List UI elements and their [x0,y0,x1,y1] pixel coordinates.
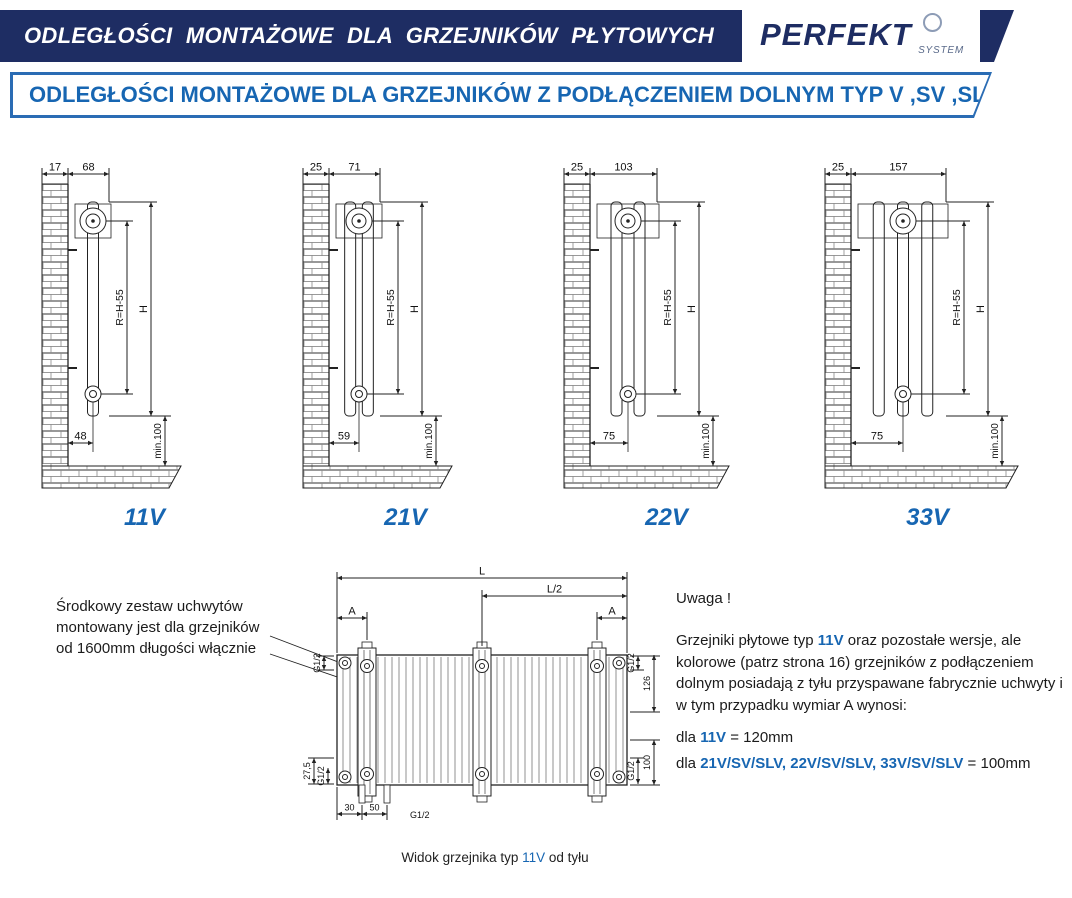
bracket-note: Środkowy zestaw uchwytów montowany jest … [56,598,260,657]
type-label-22v: 22V [645,504,688,531]
svg-text:min.100: min.100 [701,423,712,459]
svg-text:min.100: min.100 [153,423,164,459]
svg-text:H: H [138,305,150,313]
warning-p1-pre: Grzejniki płytowe typ [676,631,818,649]
warning-p3-post: = 100mm [963,754,1031,772]
svg-text:17: 17 [48,162,60,174]
svg-text:25: 25 [831,162,843,174]
warning-p2-post: = 120mm [726,728,794,746]
svg-text:25: 25 [570,162,582,174]
svg-text:48: 48 [74,431,86,443]
warning-p3-pre: dla [676,754,701,772]
svg-text:H: H [409,305,421,313]
svg-text:27,5: 27,5 [302,762,312,780]
sub-header-title: ODLEGŁOŚCI MONTAŻOWE DLA GRZEJNIKÓW Z PO… [29,82,999,107]
svg-text:75: 75 [602,431,614,443]
caption-pre: Widok grzejnika typ [401,850,523,865]
perfekt-logo-subtext: SYSTEM [918,45,964,56]
svg-text:71: 71 [348,162,360,174]
sub-header-banner: ODLEGŁOŚCI MONTAŻOWE DLA GRZEJNIKÓW Z PO… [10,72,992,118]
warning-title: Uwaga ! [676,590,732,607]
warning-p1-type: 11V [817,631,844,649]
svg-text:R=H-55: R=H-55 [114,289,126,326]
svg-text:103: 103 [614,162,632,174]
svg-text:A: A [348,606,356,618]
warning-line-11v: dla 11V = 120mm [676,727,1068,749]
rear-view-caption: Widok grzejnika typ 11V od tyłu [330,850,660,865]
warning-p2-type: 11V [700,728,727,746]
svg-text:G1/2: G1/2 [410,810,430,820]
warning-p1-post: oraz pozostałe wersje, ale kolorowe (pat… [676,631,1063,714]
svg-text:G1/2: G1/2 [626,761,636,781]
svg-text:min.100: min.100 [424,423,435,459]
svg-text:R=H-55: R=H-55 [385,289,397,326]
bottom-section: Środkowy zestaw uchwytów montowany jest … [0,560,1072,898]
type-label-33v: 33V [906,504,949,531]
svg-text:G1/2: G1/2 [316,766,326,786]
svg-text:min.100: min.100 [990,423,1001,459]
warning-p3-types: 21V/SV/SLV, 22V/SV/SLV, 33V/SV/SLV [700,754,964,772]
svg-text:R=H-55: R=H-55 [951,289,963,326]
main-header-title: ODLEGŁOŚCI MONTAŻOWE DLA GRZEJNIKÓW PŁYT… [24,23,715,48]
caption-post: od tyłu [545,850,589,865]
svg-text:G1/2: G1/2 [626,653,636,673]
warning-line-other: dla 21V/SV/SLV, 22V/SV/SLV, 33V/SV/SLV =… [676,753,1068,775]
svg-text:H: H [686,305,698,313]
svg-text:L/2: L/2 [547,584,562,596]
svg-text:75: 75 [870,431,882,443]
svg-text:L: L [479,566,485,578]
svg-text:126: 126 [642,676,652,691]
perfekt-logo: PERFEKT SYSTEM [742,6,980,66]
sub-header-inner: ODLEGŁOŚCI MONTAŻOWE DLA GRZEJNIKÓW Z PO… [13,75,989,115]
type-label-11v: 11V [124,504,165,531]
svg-text:H: H [975,305,987,313]
svg-text:68: 68 [82,162,94,174]
caption-type: 11V [522,850,546,865]
perfekt-logo-mark-icon [923,13,942,32]
svg-text:157: 157 [889,162,907,174]
warning-note: Uwaga ! Grzejniki płytowe typ 11V oraz p… [676,588,1068,778]
perfekt-logo-text: PERFEKT [760,17,912,52]
warning-p2-pre: dla [676,728,701,746]
svg-text:G1/2: G1/2 [312,653,322,673]
type-label-21v: 21V [384,504,427,531]
svg-text:25: 25 [309,162,321,174]
warning-paragraph: Grzejniki płytowe typ 11V oraz pozostałe… [676,630,1068,717]
svg-text:R=H-55: R=H-55 [662,289,674,326]
svg-text:59: 59 [337,431,349,443]
svg-text:50: 50 [369,803,379,813]
svg-text:30: 30 [344,803,354,813]
svg-text:100: 100 [642,755,652,770]
svg-text:A: A [608,606,616,618]
